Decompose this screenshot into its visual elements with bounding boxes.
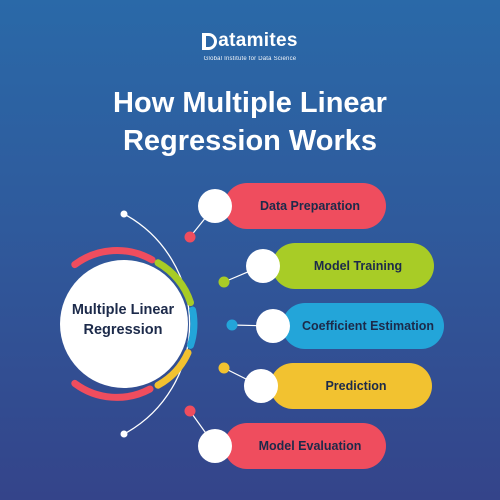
title-line-1: How Multiple Linear	[113, 87, 387, 119]
center-ring-red-bottom	[71, 379, 154, 401]
center-label: Multiple Linear Regression	[60, 300, 186, 340]
step-coefficient-estimation: Coefficient Estimation	[282, 303, 444, 349]
arc-node-dot	[226, 319, 238, 331]
brand-mark-icon	[202, 32, 218, 50]
step-marker-circle	[198, 189, 232, 223]
connector-arc	[123, 213, 191, 435]
step-marker-circle	[244, 369, 278, 403]
step-label: Model Evaluation	[258, 439, 362, 453]
arc-end-dot-top	[120, 210, 128, 218]
brand-name-text: atamites	[218, 30, 298, 51]
center-label-line-2: Regression	[83, 322, 163, 338]
step-marker-circle	[256, 309, 290, 343]
step-label: Prediction	[325, 379, 387, 393]
step-model-evaluation: Model Evaluation	[224, 423, 386, 469]
step-label: Model Training	[313, 259, 403, 273]
brand-name: atamites	[202, 30, 298, 52]
center-ring-blue	[187, 306, 198, 349]
arc-node-dot	[184, 231, 196, 243]
step-label: Coefficient Estimation	[302, 319, 434, 333]
step-data-preparation: Data Preparation	[224, 183, 386, 229]
brand-tagline: Global Institute for Data Science	[203, 55, 297, 62]
step-model-training: Model Training	[272, 243, 434, 289]
step-marker-circle	[198, 429, 232, 463]
center-ring-red-top	[71, 247, 156, 269]
step-marker-circle	[246, 249, 280, 283]
center-ring-yellow	[154, 349, 192, 389]
center-circle	[60, 260, 188, 388]
arc-end-dot-bottom	[120, 430, 128, 438]
arc-node-dot	[218, 362, 230, 374]
step-label: Data Preparation	[259, 199, 361, 213]
arc-node-dot	[184, 405, 196, 417]
center-ring-green	[154, 259, 194, 307]
center-label-line-1: Multiple Linear	[71, 302, 175, 318]
page-title: How Multiple Linear Regression Works	[0, 84, 500, 160]
step-prediction: Prediction	[270, 363, 432, 409]
arc-node-dot	[218, 276, 230, 288]
title-line-2: Regression Works	[122, 125, 378, 157]
brand-logo: atamites Global Institute for Data Scien…	[0, 30, 500, 62]
